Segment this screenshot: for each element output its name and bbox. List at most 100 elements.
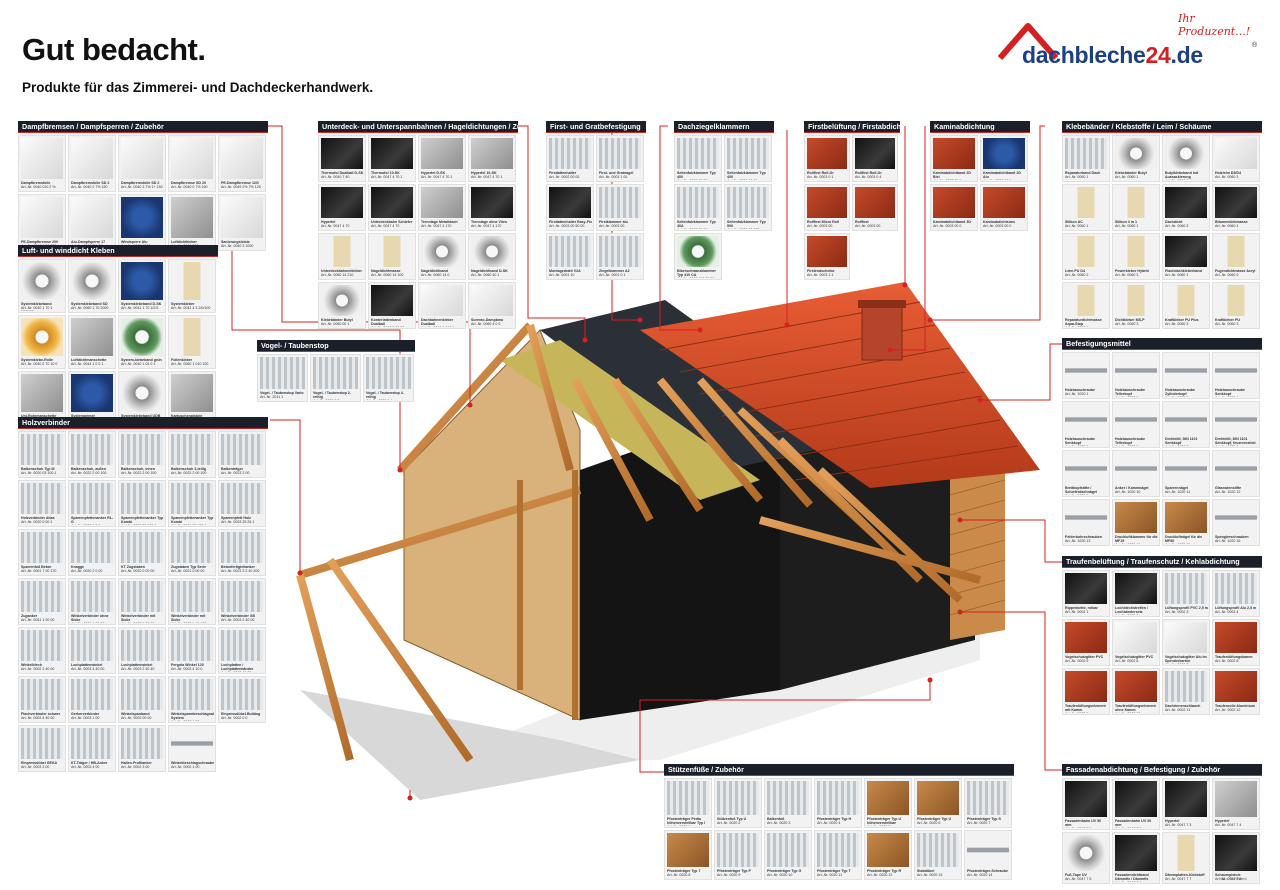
brand-logo[interactable]: Ihr Produzent...! dachbleche24.de ® — [998, 12, 1260, 82]
product-tile[interactable]: Seitenfalzklammer Typ 400Art.-Nr. 0002 0… — [674, 135, 722, 182]
product-tile[interactable]: KartuschenpistoleArt.-Nr. 0041 210 — [168, 371, 216, 425]
product-tile[interactable]: Vogel- / Taubenstop 2-reihigArt.-Nr. 002… — [310, 354, 361, 402]
product-tile[interactable]: Lochblechstreifen / LochbändersetzArt.-N… — [1112, 570, 1160, 617]
product-tile[interactable]: Uni-RohrmanschetteArt.-Nr. 0044 0 00 — [18, 371, 66, 425]
product-tile[interactable]: Holzbauschraube TellerkopfArt.-Nr. 1020 … — [1112, 401, 1160, 448]
product-tile[interactable]: Winkelverbinder mit SickeArt.-Nr. 0003 1… — [168, 578, 216, 625]
product-tile[interactable]: Sparrenpfettenanker Typ KombiArt.-Nr. 00… — [118, 480, 166, 527]
product-tile[interactable]: Winkelverbinder ohne SickeArt.-Nr. 0002 … — [68, 578, 116, 625]
product-tile[interactable]: Konterlattenband DualbailArt.-Nr. 0047 7… — [368, 282, 416, 329]
product-tile[interactable]: Traufenlüftungselement ohne KammArt.-Nr.… — [1112, 668, 1160, 715]
product-tile[interactable]: Alu-Dampfsperre 17Art.-Nr. 0040 2% 1% — [68, 194, 116, 251]
product-tile[interactable]: Druckluftnägel für die MF80Art.-Nr. 1020… — [1162, 499, 1210, 546]
product-tile[interactable]: Holzbauschraube TellerkopfArt.-Nr. 1020 … — [1112, 352, 1160, 399]
product-tile[interactable]: Dachbahnenkleber DualbailArt.-Nr. 0040 1… — [418, 282, 466, 329]
product-tile[interactable]: Holzbauschraube ZylinderkopfArt.-Nr. 102… — [1162, 352, 1210, 399]
product-tile[interactable]: Winkelverbinder mit SickeArt.-Nr. 0002 1… — [118, 578, 166, 625]
product-tile[interactable]: Winkelspannbeschlagnahme SystemArt.-Nr. … — [168, 676, 216, 723]
product-tile[interactable]: Holzbauschraube SenkkopfArt.-Nr. 1020 4 — [1212, 352, 1260, 399]
product-tile[interactable]: Seitenfalzklammer Typ 40AArt.-Nr. 0002 0… — [674, 184, 722, 231]
product-tile[interactable]: PE-Dampfbremse 200Art.-Nr. 0040 0 20 200 — [18, 194, 66, 251]
product-tile[interactable]: Reparaturdichtmasse Aqua-StopArt.-Nr. 00… — [1062, 282, 1110, 329]
product-tile[interactable]: Biberschwanzklammer Typ 410 CAArt.-Nr. 0… — [674, 233, 722, 280]
product-tile[interactable]: Pfostenträger Typ U höhenverstellbarArt.… — [864, 778, 912, 828]
product-tile[interactable]: Drehteilit, DIN 1101 Senkkopf, feuerverz… — [1212, 401, 1260, 448]
product-tile[interactable]: Pfostenträger Pedia höhenverstellbar Typ… — [664, 778, 712, 828]
product-tile[interactable]: Vogelschutzgitter Alu im SpenderkartonAr… — [1162, 619, 1210, 666]
product-tile[interactable]: Windsperre AluArt.-Nr. 0040 1000 — [118, 194, 166, 251]
product-tile[interactable]: Breitkopfstifte / SchieferdachnägelArt.-… — [1062, 450, 1110, 497]
